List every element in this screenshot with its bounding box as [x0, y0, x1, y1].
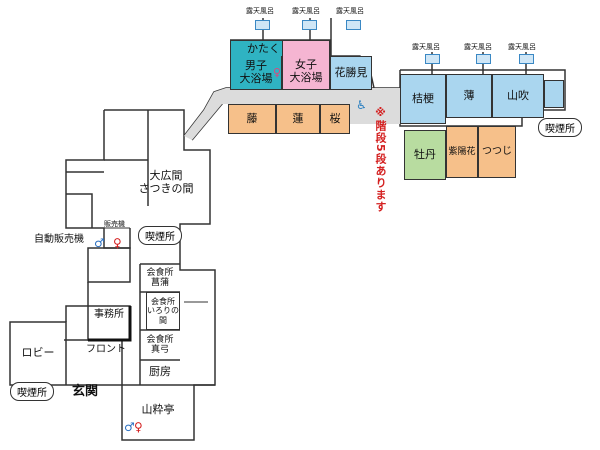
restroom-icon: ♂ — [124, 420, 135, 434]
roten-label: 露天風呂 — [336, 7, 364, 15]
room-yamabuki-annex — [544, 80, 564, 108]
roten-label: 露天風呂 — [412, 43, 440, 51]
room-mayumi[interactable]: 会食所 真弓 — [146, 334, 174, 355]
room-onna-bath[interactable]: 女子 大浴場 — [282, 40, 330, 90]
room-tsutsuji[interactable]: つつじ — [478, 126, 516, 178]
room-ajisai[interactable]: 紫陽花 — [446, 126, 478, 178]
room-lobby[interactable]: ロビー — [21, 346, 55, 360]
room-hasu[interactable]: 蓮 — [276, 104, 320, 134]
roten-label: 露天風呂 — [464, 43, 492, 51]
hansokuki-label: 販売機 — [104, 220, 125, 228]
smoking-area-center[interactable]: 喫煙所 — [138, 226, 182, 245]
room-hanashomi[interactable]: 花勝見 — [330, 56, 372, 90]
onsen-icon — [425, 54, 440, 64]
room-otoko-bath[interactable]: 男子 大浴場 — [230, 56, 282, 90]
smoking-area-left[interactable]: 喫煙所 — [10, 382, 54, 401]
room-sanshotei[interactable]: 山粋亭 — [141, 402, 175, 416]
onsen-icon — [346, 20, 361, 30]
vending-label: 自動販売機 — [34, 234, 84, 245]
room-ayame[interactable]: 会食所 菖蒲 — [146, 267, 174, 288]
roten-label: 露天風呂 — [508, 43, 536, 51]
front-label: フロント — [86, 344, 126, 355]
wheelchair-icon: ♿ — [356, 98, 367, 112]
restroom-icon: ♂ — [94, 236, 105, 250]
room-irori[interactable]: 会食所 いろりの間 — [146, 292, 180, 330]
room-susuki[interactable]: 薄 — [446, 74, 492, 118]
restroom-icon: ♀ — [273, 66, 282, 79]
room-kikyo[interactable]: 桔梗 — [400, 74, 446, 124]
onsen-icon — [519, 54, 534, 64]
room-jimusho[interactable]: 事務所 — [94, 309, 124, 321]
onsen-icon — [476, 54, 491, 64]
smoking-area-right[interactable]: 喫煙所 — [538, 118, 582, 137]
genkan-label: 玄関 — [72, 384, 99, 399]
onsen-icon — [255, 20, 270, 30]
room-fuji[interactable]: 藤 — [228, 104, 276, 134]
roten-label: 露天風呂 — [292, 7, 320, 15]
restroom-icon: ♀ — [134, 420, 143, 434]
roten-label: 露天風呂 — [246, 7, 274, 15]
room-botan[interactable]: 牡丹 — [404, 130, 446, 180]
stairs-note: ※階段5段あります — [374, 106, 387, 213]
room-ohiroma[interactable]: 大広間 さつきの間 — [138, 169, 194, 195]
room-chubo[interactable]: 厨房 — [149, 364, 171, 378]
restroom-icon: ♀ — [113, 236, 122, 250]
onsen-icon — [302, 20, 317, 30]
room-sakura[interactable]: 桜 — [320, 104, 350, 134]
room-yamabuki[interactable]: 山吹 — [492, 74, 544, 118]
